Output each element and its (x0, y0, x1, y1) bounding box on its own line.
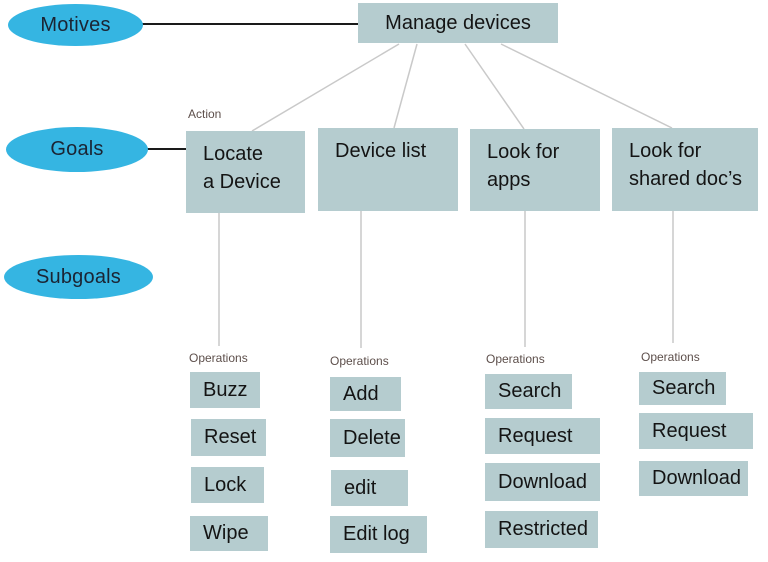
subgoals-ellipse: Subgoals (4, 255, 153, 299)
goals-label: Goals (50, 138, 104, 160)
motives-label: Motives (40, 13, 111, 36)
subgoals-label: Subgoals (36, 265, 121, 288)
operations-label-apps: Operations (486, 352, 545, 366)
operation-wipe: Wipe (190, 516, 268, 551)
operation-search-apps: Search (485, 374, 572, 409)
motives-ellipse: Motives (8, 4, 143, 46)
node-manage-devices-label: Manage devices (385, 11, 531, 34)
root-to-locate-connector (251, 43, 400, 132)
root-to-shared-docs-connector (500, 43, 673, 129)
action-label: Action (188, 107, 222, 121)
operation-download-apps: Download (485, 463, 600, 501)
operation-request-docs: Request (639, 413, 753, 449)
node-device-list: Device list (318, 128, 458, 211)
root-to-device-list-connector (393, 43, 418, 129)
operations-label-locate: Operations (189, 351, 248, 365)
operations-label-shared-docs: Operations (641, 350, 700, 364)
operation-edit: edit (331, 470, 408, 506)
node-look-for-shared-docs: Look for shared doc’s (612, 128, 758, 211)
operations-label-device-list: Operations (330, 354, 389, 368)
operation-buzz: Buzz (190, 372, 260, 408)
operation-edit-log: Edit log (330, 516, 427, 553)
operation-request-apps: Request (485, 418, 600, 454)
operation-restricted: Restricted (485, 511, 598, 548)
node-locate-a-device: Locate a Device (186, 131, 305, 213)
operation-add: Add (330, 377, 401, 411)
operation-delete: Delete (330, 419, 405, 457)
node-look-for-apps: Look for apps (470, 129, 600, 211)
node-manage-devices: Manage devices (358, 3, 558, 43)
operation-lock: Lock (191, 467, 264, 503)
goals-ellipse: Goals (6, 127, 148, 172)
root-to-apps-connector (464, 43, 525, 130)
operation-download-docs: Download (639, 461, 748, 496)
operation-search-docs: Search (639, 372, 726, 405)
operation-reset: Reset (191, 419, 266, 456)
